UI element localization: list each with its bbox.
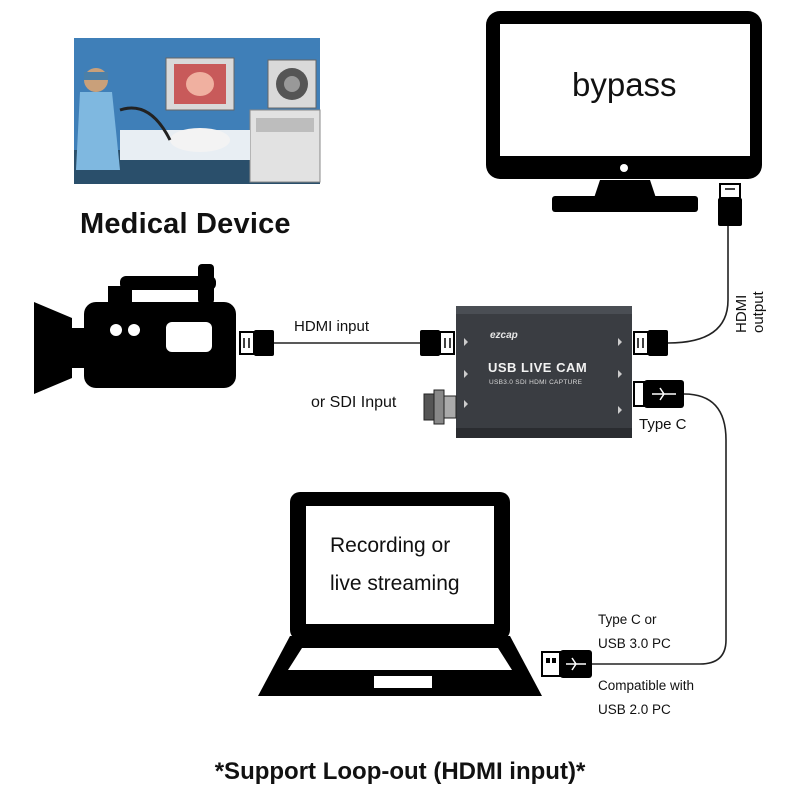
usb-a-plug xyxy=(541,650,592,678)
sdi-input-label: or SDI Input xyxy=(311,394,397,411)
device-brand-label: ezcap xyxy=(490,330,518,341)
hdmi-plug-camcorder xyxy=(239,330,274,356)
pc-note-line-3: Compatible with xyxy=(598,678,695,693)
loop-out-note: *Support Loop-out (HDMI input)* xyxy=(214,758,586,785)
pc-note-line-4: USB 2.0 PC xyxy=(598,702,671,717)
sdi-bnc-connector xyxy=(423,389,457,425)
laptop-icon xyxy=(258,492,542,696)
device-subtitle-label: USB3.0 SDI HDMI CAPTURE xyxy=(489,379,583,386)
hdmi-input-label: HDMI input xyxy=(294,318,370,335)
monitor-screen-text: bypass xyxy=(572,66,677,103)
capture-device xyxy=(456,306,632,438)
cables xyxy=(274,226,729,665)
hdmi-plug-device-output xyxy=(633,330,668,356)
hdmi-plug-monitor xyxy=(718,183,742,226)
device-title-label: USB LIVE CAM xyxy=(488,360,588,375)
hdmi-plug-device-input xyxy=(420,330,455,356)
pc-note-line-2: USB 3.0 PC xyxy=(598,636,671,651)
usb-type-c-plug xyxy=(633,380,684,408)
laptop-screen-line-1: Recording or xyxy=(330,534,451,557)
laptop-screen-line-2: live streaming xyxy=(330,572,460,595)
monitor-icon xyxy=(486,11,762,212)
camcorder-icon xyxy=(34,264,236,394)
medical-scene-image xyxy=(74,38,321,184)
medical-device-label: Medical Device xyxy=(80,208,291,240)
hdmi-output-label: HDMI output xyxy=(733,291,767,333)
type-c-label: Type C xyxy=(639,416,687,433)
pc-note-line-1: Type C or xyxy=(598,612,657,627)
